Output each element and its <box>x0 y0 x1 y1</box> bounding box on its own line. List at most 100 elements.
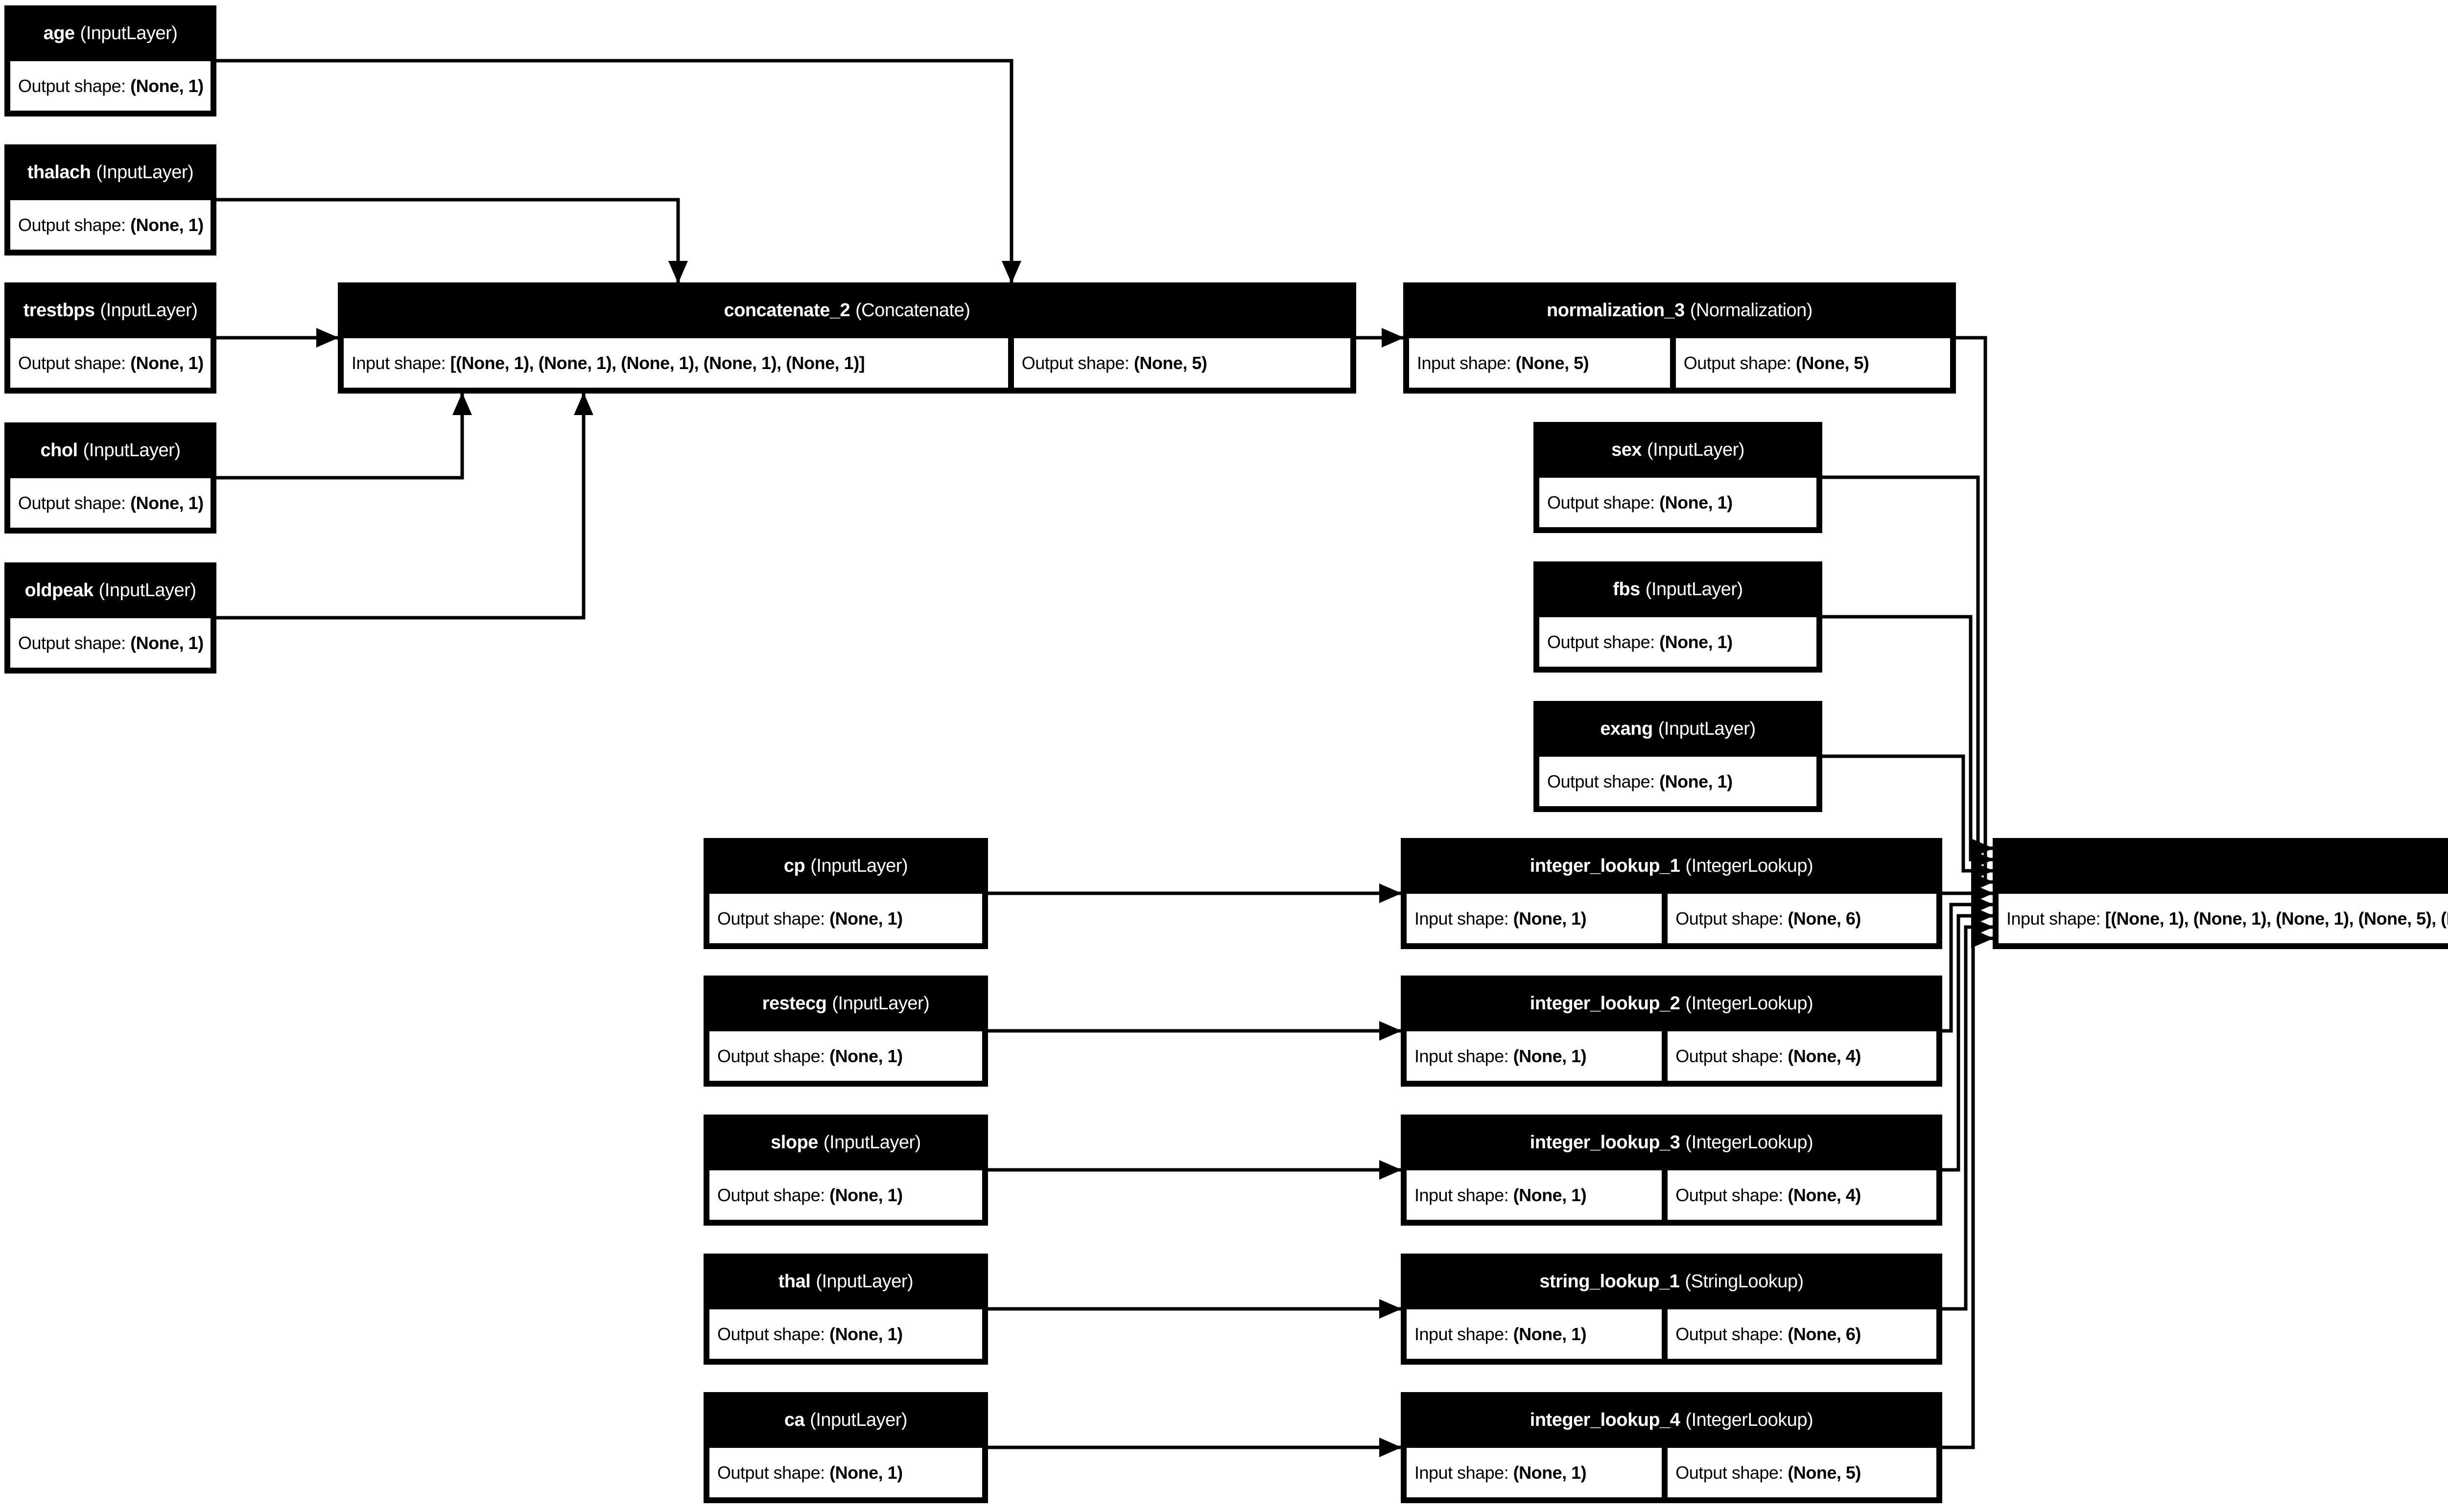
shape-label: Input shape: <box>2006 908 2105 929</box>
node-string_lookup_1: string_lookup_1(StringLookup)Input shape… <box>1401 1254 1942 1365</box>
node-slope: slope(InputLayer)Output shape: (None, 1) <box>704 1115 988 1226</box>
shape-value: (None, 4) <box>1788 1046 1861 1066</box>
shape-cell: Output shape: (None, 1) <box>709 1448 982 1497</box>
layer-title: sex(InputLayer) <box>1533 422 1822 478</box>
edge-age-to-concatenate_2 <box>216 59 1021 283</box>
shape-label: Output shape: <box>1547 632 1660 652</box>
layer-name: exang <box>1600 718 1653 739</box>
edge-integer_lookup_4-to-concatenate_3 <box>1942 929 1994 1449</box>
layer-name: slope <box>771 1132 818 1153</box>
shape-cells: Output shape: (None, 1) <box>10 200 211 250</box>
layer-type: (IntegerLookup) <box>1685 1132 1813 1153</box>
shape-label: Input shape: <box>1414 908 1513 929</box>
shape-value: (None, 6) <box>1788 908 1861 929</box>
shape-label: Output shape: <box>18 76 131 96</box>
shape-label: Input shape: <box>1414 1463 1513 1483</box>
layer-type: (InputLayer) <box>810 1409 908 1430</box>
shape-cell: Input shape: (None, 5) <box>1409 338 1670 388</box>
layer-type: (InputLayer) <box>96 162 194 183</box>
layer-type: (InputLayer) <box>100 300 198 321</box>
layer-title: restecg(InputLayer) <box>704 976 988 1031</box>
node-age: age(InputLayer) Output shape: (None, 1) <box>4 5 216 116</box>
node-cp: cp(InputLayer)Output shape: (None, 1) <box>704 838 988 949</box>
shape-value: (None, 1) <box>1513 1046 1587 1066</box>
shape-label: Output shape: <box>18 633 131 653</box>
layer-title: concatenate_3(Concatenate) <box>1993 838 2448 894</box>
node-oldpeak: oldpeak(InputLayer)Output shape: (None, … <box>4 562 216 674</box>
shape-value: (None, 1) <box>1659 771 1733 791</box>
layer-type: (StringLookup) <box>1685 1271 1804 1292</box>
shape-cell: Output shape: (None, 1) <box>709 1031 982 1081</box>
shape-cells: Output shape: (None, 1) <box>10 478 211 528</box>
layer-name: cp <box>783 855 805 876</box>
shape-cell: Output shape: (None, 4) <box>1668 1170 1936 1220</box>
node-concatenate_2: concatenate_2(Concatenate)Input shape: [… <box>338 282 1356 394</box>
shape-value: (None, 4) <box>1788 1185 1861 1205</box>
shape-label: Output shape: <box>717 908 830 929</box>
shape-cells: Input shape: (None, 1)Output shape: (Non… <box>1407 894 1936 943</box>
layer-name: age <box>43 23 75 44</box>
shape-cells: Output shape: (None, 1) <box>1539 757 1816 806</box>
layer-name: fbs <box>1613 579 1640 600</box>
shape-cell: Output shape: (None, 1) <box>1539 478 1816 527</box>
shape-cells: Input shape: (None, 1)Output shape: (Non… <box>1407 1170 1936 1220</box>
node-fbs: fbs(InputLayer)Output shape: (None, 1) <box>1533 561 1822 673</box>
layer-title: fbs(InputLayer) <box>1533 561 1822 617</box>
shape-cell: Output shape: (None, 1) <box>10 338 211 388</box>
layer-name: ca <box>784 1409 805 1430</box>
shape-value: (None, 1) <box>1513 908 1587 929</box>
layer-type: (InputLayer) <box>1645 579 1743 600</box>
shape-cells: Output shape: (None, 1) <box>10 338 211 388</box>
layer-type: (InputLayer) <box>1647 439 1744 460</box>
node-trestbps: trestbps(InputLayer)Output shape: (None,… <box>4 282 216 394</box>
node-thalach: thalach(InputLayer)Output shape: (None, … <box>4 144 216 256</box>
shape-value: [(None, 1), (None, 1), (None, 1), (None,… <box>450 353 865 373</box>
shape-cells: Output shape: (None, 1) <box>1539 478 1816 527</box>
shape-cells: Output shape: (None, 1) <box>709 1448 982 1497</box>
layer-name: thal <box>778 1271 811 1292</box>
layer-title: age(InputLayer) <box>4 5 216 61</box>
layer-type: (IntegerLookup) <box>1685 855 1813 876</box>
shape-cell: Output shape: (None, 4) <box>1668 1031 1936 1081</box>
shape-cells: Output shape: (None, 1) <box>709 1309 982 1359</box>
shape-value: [(None, 1), (None, 1), (None, 1), (None,… <box>2105 908 2448 929</box>
shape-cell: Output shape: (None, 1) <box>10 478 211 528</box>
layer-title: chol(InputLayer) <box>4 422 216 478</box>
layer-type: (IntegerLookup) <box>1685 993 1813 1014</box>
edge-integer_lookup_2-to-concatenate_3 <box>1942 895 1994 1033</box>
layer-type: (InputLayer) <box>83 440 181 461</box>
shape-cell: Input shape: (None, 1) <box>1407 1031 1662 1081</box>
shape-cells: Input shape: (None, 1)Output shape: (Non… <box>1407 1448 1936 1497</box>
layer-name: integer_lookup_4 <box>1530 1409 1680 1430</box>
shape-value: (None, 1) <box>130 76 204 96</box>
shape-cells: Output shape: (None, 1) <box>1539 617 1816 667</box>
shape-value: (None, 5) <box>1795 353 1869 373</box>
shape-label: Output shape: <box>1675 1324 1788 1344</box>
layer-title: slope(InputLayer) <box>704 1115 988 1170</box>
layer-type: (InputLayer) <box>832 993 930 1014</box>
layer-name: normalization_3 <box>1547 300 1685 321</box>
shape-value: (None, 1) <box>829 1463 903 1483</box>
layer-title: thalach(InputLayer) <box>4 144 216 200</box>
shape-label: Output shape: <box>1547 771 1660 791</box>
shape-cell: Output shape: (None, 1) <box>1539 757 1816 806</box>
shape-cell: Output shape: (None, 1) <box>10 200 211 250</box>
edge-thalach-to-concatenate_2 <box>216 198 688 283</box>
shape-label: Input shape: <box>352 353 450 373</box>
node-integer_lookup_1: integer_lookup_1(IntegerLookup)Input sha… <box>1401 838 1942 949</box>
shape-label: Output shape: <box>717 1463 830 1483</box>
node-sex: sex(InputLayer)Output shape: (None, 1) <box>1533 422 1822 533</box>
layer-type: (InputLayer) <box>80 23 178 44</box>
shape-cell: Output shape: (None, 5) <box>1013 338 1350 388</box>
layer-name: sex <box>1611 439 1642 460</box>
edge-string_lookup_1-to-concatenate_3 <box>1942 917 1994 1311</box>
shape-label: Output shape: <box>717 1185 830 1205</box>
shape-label: Output shape: <box>717 1324 830 1344</box>
shape-value: (None, 6) <box>1788 1324 1861 1344</box>
shape-cell: Input shape: (None, 1) <box>1407 1309 1662 1359</box>
shape-label: Output shape: <box>1675 1463 1788 1483</box>
layer-title: ca(InputLayer) <box>704 1392 988 1448</box>
shape-value: (None, 1) <box>1513 1185 1587 1205</box>
shape-cell: Input shape: [(None, 1), (None, 1), (Non… <box>344 338 1008 388</box>
